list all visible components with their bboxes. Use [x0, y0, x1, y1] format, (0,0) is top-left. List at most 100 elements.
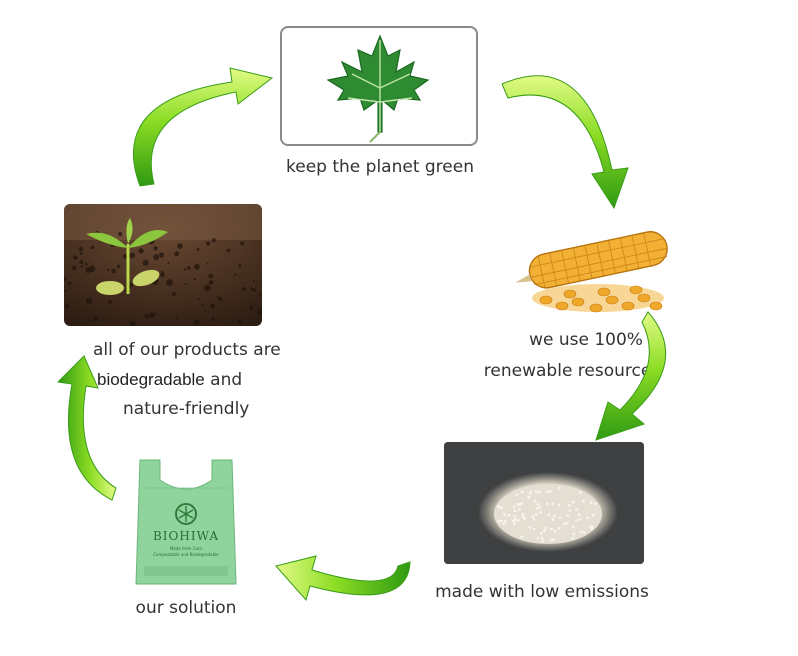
sprout-picture: [64, 204, 262, 326]
soil-clump: [183, 268, 187, 271]
pellet-dot: [502, 522, 506, 526]
sprout-soil-icon: [64, 204, 262, 326]
soil-clump: [72, 265, 77, 271]
soil-clump: [158, 252, 165, 258]
pellet-dot: [521, 512, 525, 516]
pellet-dot: [513, 509, 517, 513]
pellet-dot: [551, 502, 555, 506]
pellets-picture: [444, 442, 644, 564]
soil-clump: [175, 317, 178, 320]
pellet-dot: [567, 503, 571, 507]
pellet-dot: [548, 490, 552, 493]
soil-clump: [153, 312, 157, 315]
soil-clump: [107, 268, 110, 271]
soil-clump: [118, 231, 123, 237]
pellet-dot: [553, 514, 556, 518]
pellet-dot: [540, 536, 544, 540]
soil-clump: [250, 287, 254, 291]
soil-clump: [65, 304, 70, 309]
soil-clump: [258, 293, 262, 296]
soil-clump: [210, 303, 215, 309]
bag-brand-text: BIOHIWA: [153, 529, 219, 543]
soil-clump: [240, 241, 245, 246]
pellet-dot: [531, 515, 535, 518]
soil-clump: [171, 292, 176, 296]
pellet-dot: [512, 505, 516, 509]
pellet-dot: [515, 493, 519, 497]
pellet-dot: [529, 490, 532, 494]
pellet-dot: [533, 499, 537, 503]
pellet-dot: [582, 499, 586, 503]
pellet-dot: [544, 526, 548, 529]
soil-clump: [79, 252, 83, 255]
soil-clump: [79, 260, 84, 265]
pellet-dot: [582, 530, 586, 534]
pellet-dot: [547, 513, 551, 517]
pellet-dot: [538, 511, 542, 514]
pellet-dot: [591, 513, 595, 517]
pellet-dot: [499, 519, 503, 523]
soil-clump: [153, 254, 160, 261]
pellet-dot: [535, 506, 539, 510]
corn-cob-icon: [515, 231, 668, 313]
soil-clump: [78, 246, 84, 252]
pellet-dot: [545, 490, 549, 493]
pellet-dot: [579, 530, 583, 534]
soil-clump: [208, 273, 214, 279]
pellet-dot: [577, 513, 581, 517]
bag-picture: BIOHIWA Made from Corn Compostable and B…: [130, 458, 242, 590]
soil-clump: [201, 303, 204, 306]
bag-small-text-1: Made from Corn: [170, 546, 203, 551]
soil-clump: [142, 259, 149, 266]
pellet-dot: [527, 495, 531, 499]
soil-clump: [194, 264, 200, 270]
biodegradable-word: biodegradable: [97, 370, 205, 389]
soil-clump: [252, 288, 257, 292]
pellets-label: made with low emissions: [435, 582, 649, 602]
pellet-dot: [571, 525, 575, 529]
pellet-dot: [538, 490, 541, 494]
pellet-dot: [586, 516, 590, 520]
pellet-dot: [575, 519, 578, 522]
soil-clump: [208, 280, 214, 285]
soil-clump: [174, 251, 180, 257]
soil-clump: [187, 266, 191, 270]
pellet-dot: [571, 536, 575, 540]
soil-clump: [138, 248, 144, 254]
pellet-dot: [565, 521, 569, 525]
soil-clump: [196, 248, 200, 252]
pellet-dot: [552, 537, 556, 541]
pellet-dot: [521, 515, 525, 518]
pellet-dot: [550, 538, 553, 542]
pellet-dot: [513, 518, 517, 522]
soil-clump: [80, 265, 83, 268]
pellet-dot: [543, 529, 546, 533]
pellet-dot: [558, 486, 561, 490]
soil-clump: [64, 289, 66, 293]
soil-clump: [241, 287, 246, 292]
pellet-dot: [541, 539, 545, 543]
soil-clump: [116, 264, 121, 269]
pellet-dot: [503, 512, 506, 516]
corn-picture: [506, 214, 678, 318]
pellet-dot: [532, 517, 536, 521]
pellet-dot: [558, 516, 562, 520]
soil-clump: [238, 264, 242, 268]
pellet-dot: [536, 536, 540, 540]
corn-label-line2: renewable resources: [483, 361, 661, 381]
soil-clump: [90, 245, 95, 250]
pellet-dot: [513, 515, 517, 518]
soil-clump: [85, 262, 88, 266]
soil-clump: [122, 254, 128, 259]
pellet-dot: [536, 502, 540, 506]
soil-clump: [211, 238, 216, 243]
pellet-dot: [589, 524, 593, 528]
bag-label: our solution: [135, 598, 237, 618]
soil-clump: [72, 255, 78, 260]
pellet-dot: [562, 522, 566, 526]
pellet-dot: [497, 519, 500, 523]
soil-clump: [193, 319, 200, 326]
